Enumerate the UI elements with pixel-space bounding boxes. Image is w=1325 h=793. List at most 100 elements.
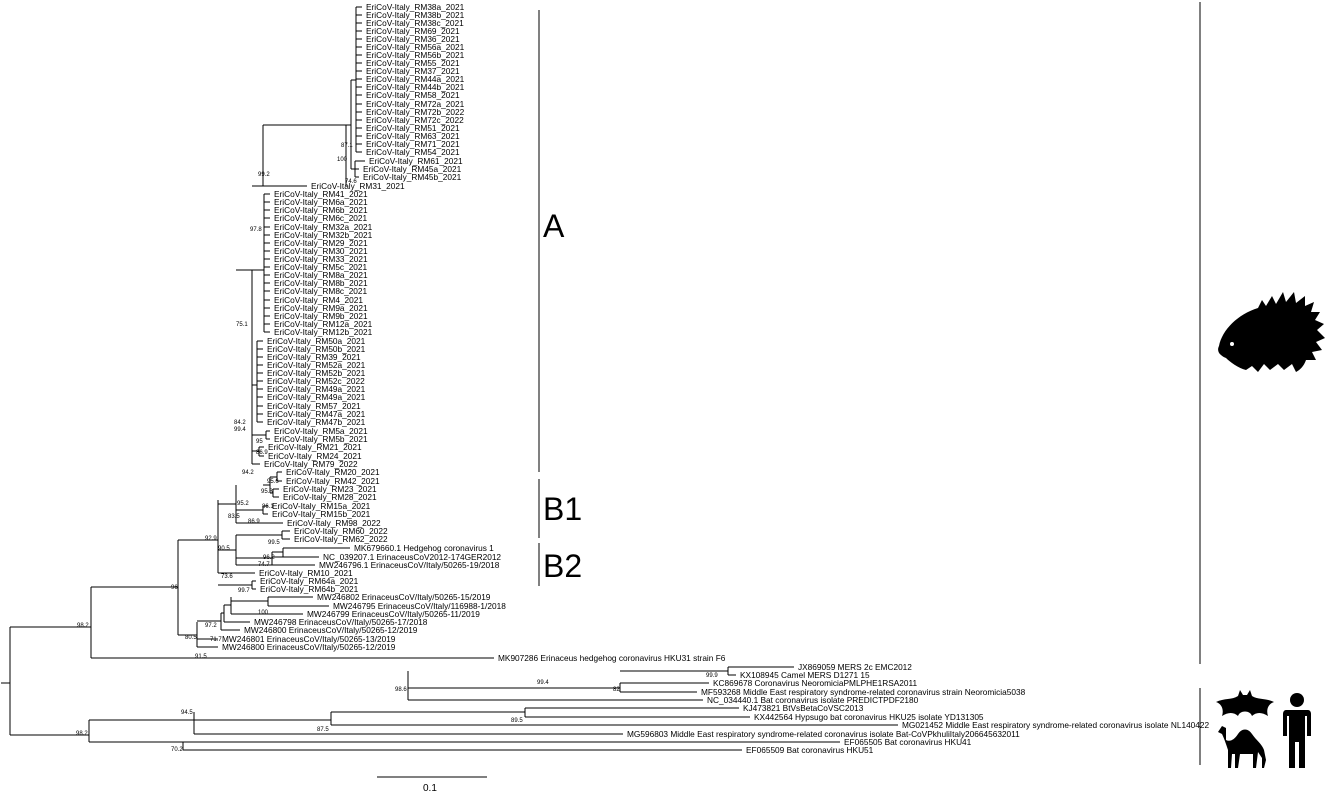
- support-value: 84.2: [234, 420, 246, 426]
- tree-support-values: 87.110074.699.297.875.184.299.49586.994.…: [76, 143, 718, 753]
- leaf-label: EriCoV-Italy_RM42_2021: [286, 476, 380, 486]
- support-value: 86.9: [256, 450, 268, 456]
- leaf-label: EriCoV-Italy_RM30_2021: [274, 246, 368, 256]
- camel-icon: [1218, 726, 1266, 768]
- support-value: 74.6: [345, 179, 357, 185]
- leaf-label: KJ473821 BtVsBetaCoVSC2013: [743, 703, 864, 713]
- leaf-label: MW246799 ErinaceusCoV/Italy/50265-11/201…: [307, 609, 480, 619]
- leaf-label: EriCoV-Italy_RM12a_2021: [274, 319, 373, 329]
- leaf-label: MW246798 ErinaceusCoV/Italy/50265-17/201…: [254, 617, 428, 627]
- support-value: 99.7: [238, 588, 250, 594]
- leaf-label: EriCoV-Italy_RM55_2021: [366, 58, 460, 68]
- leaf-label: EriCoV-Italy_RM72b_2022: [366, 107, 465, 117]
- leaf-label: MK907286 Erinaceus hedgehog coronavirus …: [498, 653, 726, 663]
- leaf-label: EriCoV-Italy_RM44b_2021: [366, 82, 465, 92]
- leaf-label: EriCoV-Italy_RM15a_2021: [272, 501, 371, 511]
- leaf-label: EriCoV-Italy_RM69_2021: [366, 26, 460, 36]
- leaf-label: EriCoV-Italy_RM72c_2022: [366, 115, 464, 125]
- leaf-label: KX442564 Hypsugo bat coronavirus HKU25 i…: [754, 712, 984, 722]
- support-value: 91.5: [195, 654, 207, 660]
- support-value: 95.3: [261, 489, 273, 495]
- leaf-label: EriCoV-Italy_RM56a_2021: [366, 42, 465, 52]
- leaf-label: KX108945 Camel MERS D1271 15: [740, 670, 870, 680]
- leaf-label: EriCoV-Italy_RM15b_2021: [272, 509, 371, 519]
- leaf-label: EriCoV-Italy_RM20_2021: [286, 467, 380, 477]
- leaf-label: MW246796.1 ErinaceusCoV/Italy/50265-19/2…: [319, 560, 500, 570]
- leaf-label: MK679660.1 Hedgehog coronavirus 1: [354, 543, 494, 553]
- bat-icon: [1216, 690, 1274, 716]
- support-value: 86.9: [248, 519, 260, 525]
- leaf-label: EriCoV-Italy_RM64b_2021: [260, 584, 359, 594]
- support-value: 89.5: [511, 718, 523, 724]
- leaf-label: MW246800 ErinaceusCoV/Italy/50265-12/201…: [222, 642, 396, 652]
- leaf-label: EriCoV-Italy_RM21_2021: [268, 442, 362, 452]
- leaf-label: EriCoV-Italy_RM49a_2021: [267, 384, 366, 394]
- leaf-label: EriCoV-Italy_RM38a_2021: [366, 2, 465, 12]
- leaf-label: EriCoV-Italy_RM6c_2021: [274, 213, 368, 223]
- leaf-label: EriCoV-Italy_RM33_2021: [274, 254, 368, 264]
- support-value: 96: [171, 585, 178, 591]
- leaf-label: EriCoV-Italy_RM52c_2022: [267, 376, 365, 386]
- scale-bar-label: 0.1: [423, 783, 437, 793]
- support-value: 99.5: [268, 540, 280, 546]
- support-value: 95.6: [267, 479, 279, 485]
- leaf-label: EriCoV-Italy_RM10_2021: [259, 568, 353, 578]
- leaf-label: EriCoV-Italy_RM9b_2021: [274, 311, 368, 321]
- leaf-label: EriCoV-Italy_RM28_2021: [283, 492, 377, 502]
- support-value: 83.5: [228, 514, 240, 520]
- support-value: 71.7: [210, 637, 222, 643]
- leaf-label: EriCoV-Italy_RM54_2021: [366, 147, 460, 157]
- leaf-label: EriCoV-Italy_RM50b_2021: [267, 344, 366, 354]
- leaf-label: EriCoV-Italy_RM41_2021: [274, 189, 368, 199]
- leaf-label: EriCoV-Italy_RM49a_2021: [267, 392, 366, 402]
- leaf-label: EF065505 Bat coronavirus HKU41: [844, 737, 972, 747]
- clade-b1-label: B1: [543, 491, 582, 527]
- leaf-label: EriCoV-Italy_RM57_2021: [267, 401, 361, 411]
- support-value: 99.2: [258, 172, 270, 178]
- support-value: 99.9: [706, 673, 718, 679]
- clade-b2-label: B2: [543, 548, 582, 584]
- leaf-label: EriCoV-Italy_RM38b_2021: [366, 10, 465, 20]
- leaf-label: MW246802 ErinaceusCoV/Italy/50265-15/201…: [317, 592, 491, 602]
- leaf-label: EriCoV-Italy_RM98_2022: [287, 518, 381, 528]
- leaf-label: EriCoV-Italy_RM6a_2021: [274, 197, 368, 207]
- leaf-label: NC_039207.1 ErinaceusCoV2012-174GER2012: [323, 552, 501, 562]
- leaf-label: EriCoV-Italy_RM71_2021: [366, 139, 460, 149]
- support-value: 97.2: [205, 623, 217, 629]
- support-value: 86.1: [262, 504, 274, 510]
- leaf-label: EriCoV-Italy_RM38c_2021: [366, 18, 464, 28]
- support-value: 99.4: [234, 427, 246, 433]
- support-value: 70.2: [171, 747, 183, 753]
- leaf-label: MG596803 Middle East respiratory syndrom…: [627, 729, 1020, 739]
- leaf-label: EriCoV-Italy_RM39_2021: [267, 352, 361, 362]
- leaf-label: EriCoV-Italy_RM56b_2021: [366, 50, 465, 60]
- leaf-label: EriCoV-Italy_RM12b_2021: [274, 327, 373, 337]
- leaf-label: EriCoV-Italy_RM5b_2021: [274, 434, 368, 444]
- leaf-label: EriCoV-Italy_RM52b_2021: [267, 368, 366, 378]
- support-value: 94.5: [181, 710, 193, 716]
- support-value: 80.5: [185, 635, 197, 641]
- support-value: 98.6: [395, 687, 407, 693]
- support-value: 100: [337, 157, 348, 163]
- leaf-label: JX869059 MERS 2c EMC2012: [798, 662, 912, 672]
- support-value: 82: [613, 687, 620, 693]
- support-value: 74.7: [258, 562, 270, 568]
- leaf-label: EriCoV-Italy_RM8a_2021: [274, 270, 368, 280]
- tree-branches: [9, 6, 898, 751]
- leaf-label: EriCoV-Italy_RM6b_2021: [274, 205, 368, 215]
- leaf-label: EriCoV-Italy_RM5a_2021: [274, 426, 368, 436]
- leaf-label: EriCoV-Italy_RM58_2021: [366, 90, 460, 100]
- leaf-label: EriCoV-Italy_RM45b_2021: [363, 172, 462, 182]
- leaf-label: EriCoV-Italy_RM72a_2021: [366, 99, 465, 109]
- clade-a-label: A: [543, 208, 565, 244]
- leaf-label: EriCoV-Italy_RM8b_2021: [274, 278, 368, 288]
- leaf-label: EriCoV-Italy_RM47b_2021: [267, 417, 366, 427]
- support-value: 73.6: [221, 574, 233, 580]
- support-value: 100: [258, 610, 269, 616]
- leaf-label: EriCoV-Italy_RM31_2021: [311, 181, 405, 191]
- support-value: 87.1: [341, 143, 353, 149]
- hedgehog-icon: [1218, 292, 1325, 372]
- leaf-label: EriCoV-Italy_RM37_2021: [366, 66, 460, 76]
- support-value: 97.8: [250, 227, 262, 233]
